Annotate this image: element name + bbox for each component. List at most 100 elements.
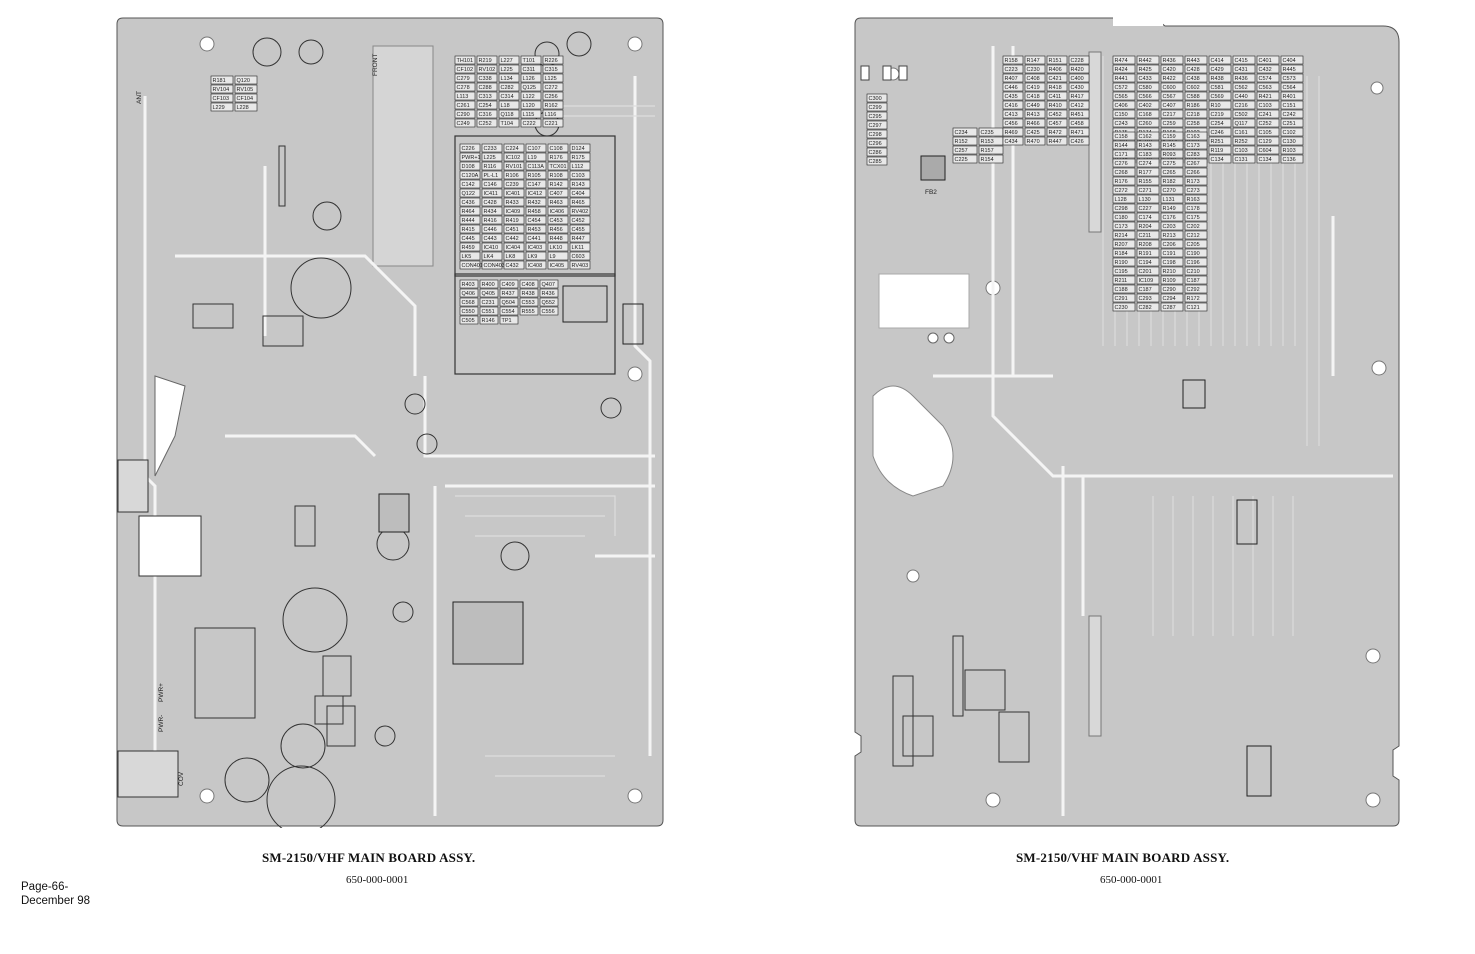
component-box (547, 179, 569, 189)
component-box (503, 197, 525, 207)
component-label: R176 (550, 155, 563, 161)
component-label: Q117 (1235, 121, 1248, 127)
component-box (1002, 91, 1024, 101)
component-box (1160, 100, 1184, 110)
component-label: R471 (1071, 130, 1084, 136)
component-box (234, 84, 258, 94)
component-box (547, 143, 569, 153)
component-label: IC403 (528, 245, 543, 251)
component-label: IC409 (506, 209, 521, 215)
component-box (1112, 176, 1136, 186)
component-box (234, 75, 258, 85)
component-label: C404 (1283, 58, 1296, 64)
component-label: R421 (1259, 94, 1272, 100)
component-label: R453 (528, 227, 541, 233)
component-box (520, 100, 542, 110)
component-label: C602 (1187, 85, 1200, 91)
component-label: C159 (1163, 134, 1176, 140)
component-box (520, 109, 542, 119)
component-label: R162 (545, 103, 558, 109)
component-label: CF103 (213, 96, 230, 102)
component-box (499, 315, 519, 325)
component-box (1024, 73, 1046, 83)
component-box (539, 306, 559, 316)
component-label: C298 (869, 132, 882, 138)
component-label: C175 (1187, 215, 1200, 221)
component-label: C176 (1163, 215, 1176, 221)
component-box (1256, 145, 1280, 155)
component-label: PWR+1 (462, 155, 481, 161)
component-box (1136, 131, 1160, 141)
component-box (1002, 118, 1024, 128)
component-box (1068, 109, 1090, 119)
component-label: C151 (1283, 103, 1296, 109)
component-label: RV101 (506, 164, 523, 170)
component-label: C311 (523, 67, 536, 73)
component-label: L9 (550, 254, 556, 260)
component-label: Q406 (462, 291, 475, 297)
component-label: R417 (1071, 94, 1084, 100)
component-box (1024, 136, 1046, 146)
component-box (1184, 239, 1208, 249)
component-label: C103 (572, 173, 585, 179)
left-board-part-number: 650-000-0001 (346, 874, 409, 886)
component-label: IC102 (506, 155, 521, 161)
component-box (1184, 266, 1208, 276)
component-label: C256 (545, 94, 558, 100)
component-box (1280, 136, 1304, 146)
component-box (542, 109, 564, 119)
component-label: Q407 (542, 282, 555, 288)
component-box (1046, 82, 1068, 92)
component-label: C223 (1005, 67, 1018, 73)
component-box (454, 118, 476, 128)
component-label: C258 (1187, 121, 1200, 127)
component-box (1184, 221, 1208, 231)
component-box (459, 215, 481, 225)
component-label: RV403 (572, 263, 589, 269)
component-label: C158 (1115, 134, 1128, 140)
component-label: R175 (572, 155, 585, 161)
component-box (503, 170, 525, 180)
component-label: C260 (1139, 121, 1152, 127)
component-box (1208, 73, 1232, 83)
component-box (569, 197, 591, 207)
component-label: R143 (572, 182, 585, 188)
component-box (866, 156, 888, 166)
component-box (454, 73, 476, 83)
component-label: C205 (1187, 242, 1200, 248)
component-label: R469 (1005, 130, 1018, 136)
component-box (1136, 149, 1160, 159)
component-box (547, 251, 569, 261)
component-box (1112, 194, 1136, 204)
component-box (503, 179, 525, 189)
component-box (1112, 118, 1136, 128)
component-label: C102 (1283, 130, 1296, 136)
component-label: C150 (1115, 112, 1128, 118)
component-box (1002, 100, 1024, 110)
component-box (1160, 257, 1184, 267)
component-box (1024, 55, 1046, 65)
component-label: L112 (572, 164, 584, 170)
component-label: R445 (1283, 67, 1296, 73)
component-label: D124 (572, 146, 585, 152)
component-label: L19 (528, 155, 537, 161)
component-label: LK9 (528, 254, 538, 260)
component-box (210, 84, 234, 94)
component-label: R208 (1139, 242, 1152, 248)
component-box (547, 224, 569, 234)
component-label: C553 (522, 300, 535, 306)
component-label: R144 (1115, 143, 1128, 149)
component-box (1136, 230, 1160, 240)
component-box (547, 170, 569, 180)
component-label: C409 (502, 282, 515, 288)
component-label: C171 (1115, 152, 1128, 158)
component-label: C267 (1187, 161, 1200, 167)
component-box (1184, 194, 1208, 204)
component-box (1184, 248, 1208, 258)
component-box (569, 233, 591, 243)
component-box (459, 224, 481, 234)
component-box (1136, 158, 1160, 168)
component-label: C294 (1163, 296, 1176, 302)
component-label: L18 (501, 103, 510, 109)
